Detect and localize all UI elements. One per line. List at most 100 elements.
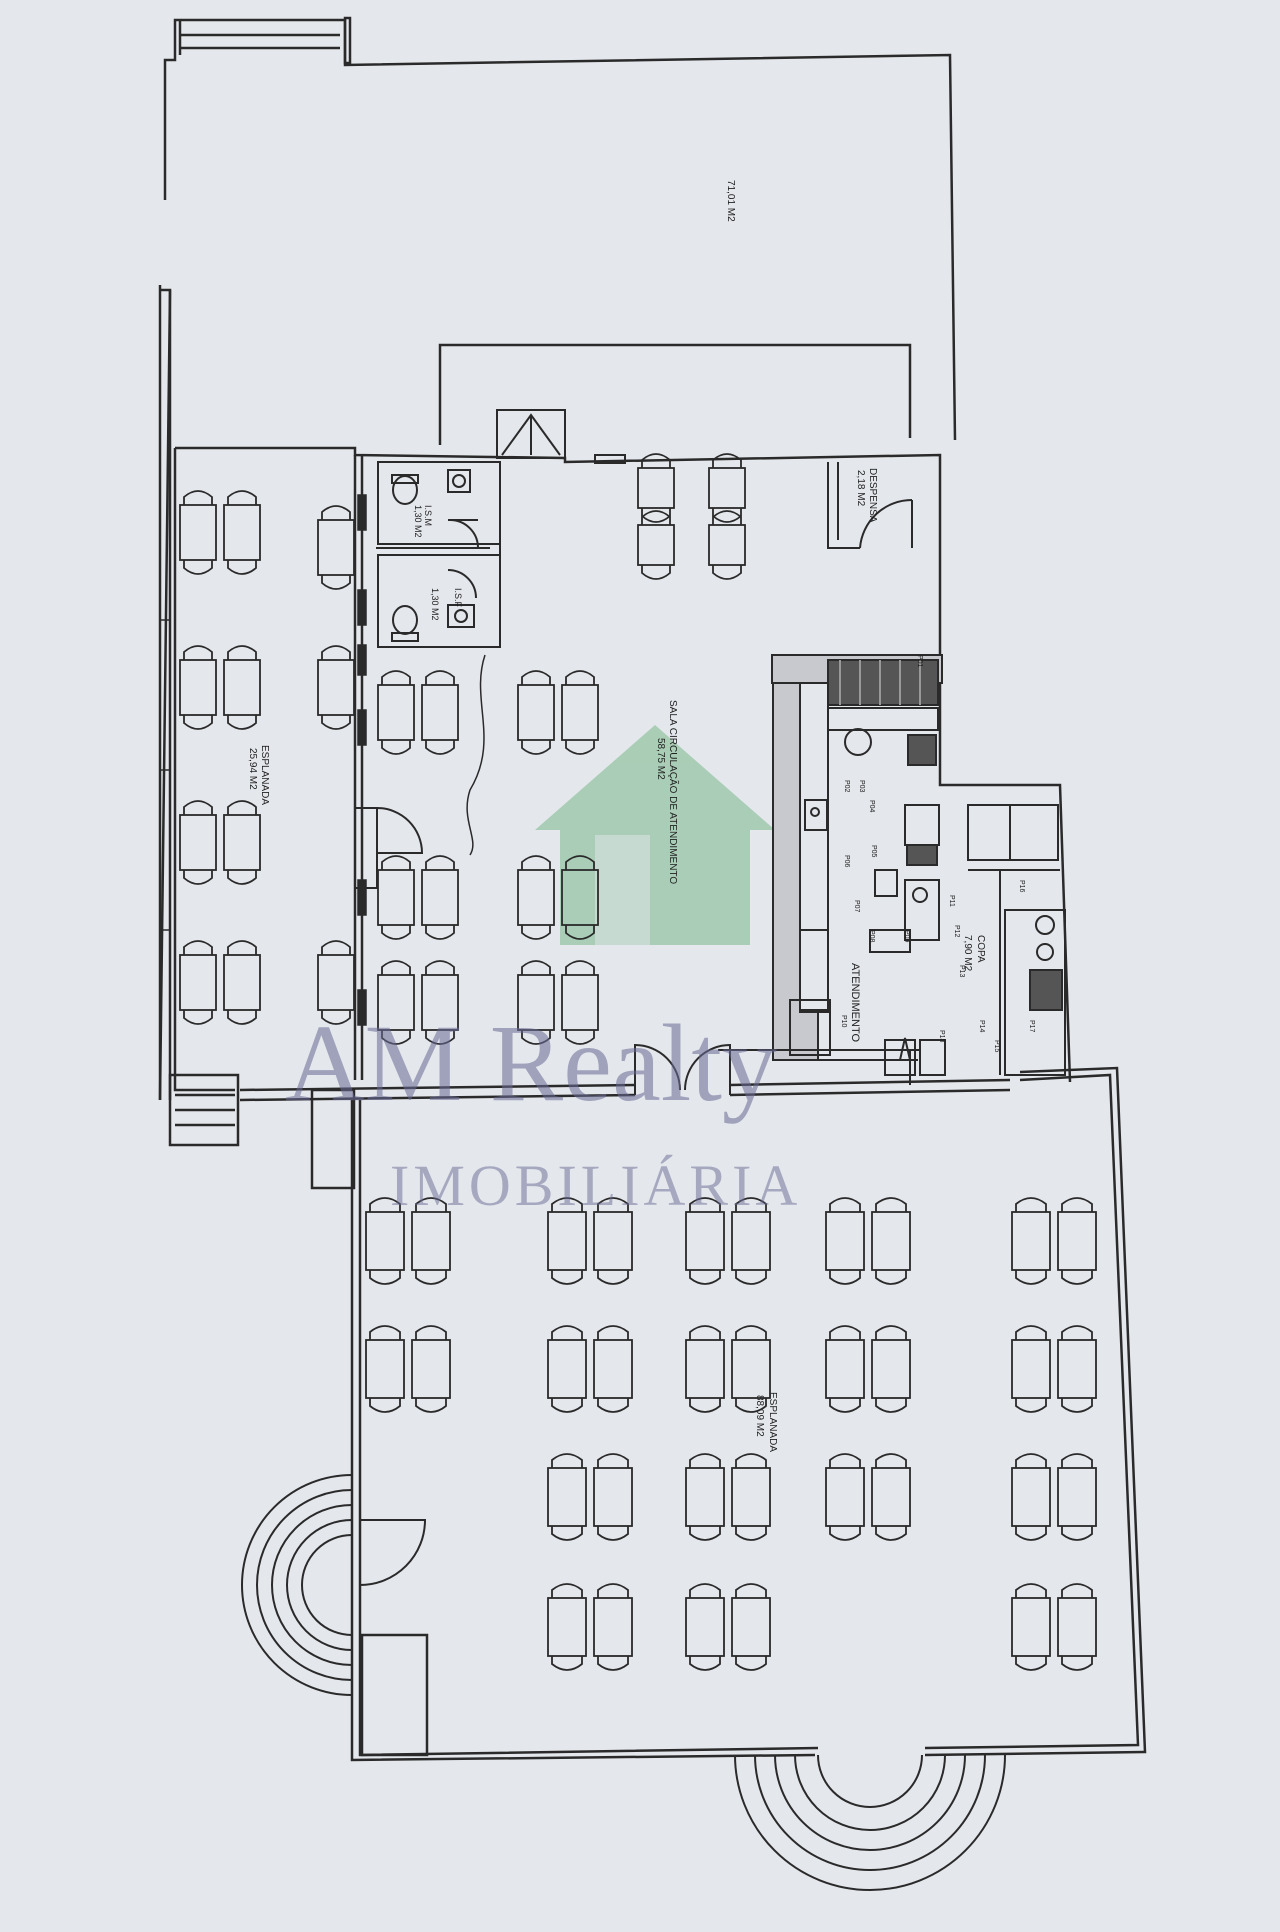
table-with-chairs <box>561 960 599 1045</box>
table-with-chairs <box>593 1453 633 1541</box>
center-door <box>634 1043 731 1095</box>
watermark-house-icon <box>535 725 775 945</box>
table-with-chairs <box>377 960 415 1045</box>
table-with-chairs <box>179 490 217 575</box>
equipment-tag: P17 <box>1028 1020 1035 1033</box>
sala-label: SALA CIRCULAÇÃO DE ATENDIMENTO <box>667 700 680 884</box>
equipment-tag: P05 <box>870 845 877 858</box>
equipment-tag: P12 <box>953 925 960 938</box>
copa-label: COPA <box>975 935 986 963</box>
table-with-chairs <box>731 1325 771 1413</box>
equipment-tag: P03 <box>858 780 865 793</box>
table-with-chairs <box>637 510 675 580</box>
esplanada-bottom-label: ESPLANADA <box>767 1392 778 1452</box>
table-with-chairs <box>871 1453 911 1541</box>
table-with-chairs <box>731 1583 771 1671</box>
stairs-left <box>241 1474 353 1696</box>
table-with-chairs <box>1011 1197 1051 1285</box>
table-with-chairs <box>365 1325 405 1413</box>
walls <box>158 16 1147 1762</box>
table-with-chairs <box>317 505 355 590</box>
stairs-bottom <box>734 1754 1006 1891</box>
table-with-chairs <box>593 1583 633 1671</box>
equipment-tag: P18 <box>938 1030 945 1043</box>
copa-area: 7,90 M2 <box>962 935 973 972</box>
table-with-chairs <box>547 1583 587 1671</box>
table-with-chairs <box>421 960 459 1045</box>
table-with-chairs <box>561 670 599 755</box>
table-with-chairs <box>179 645 217 730</box>
table-with-chairs <box>547 1325 587 1413</box>
left-windows <box>160 494 367 1026</box>
equipment-tag: P01 <box>916 655 923 668</box>
table-with-chairs <box>1011 1453 1051 1541</box>
equipment-tag: P07 <box>853 900 860 913</box>
table-with-chairs <box>825 1325 865 1413</box>
table-with-chairs <box>517 855 555 940</box>
table-with-chairs <box>411 1197 451 1285</box>
equipment-tag: P02 <box>843 780 850 793</box>
table-with-chairs <box>547 1197 587 1285</box>
table-with-chairs <box>1057 1325 1097 1413</box>
equipment-tag: P13 <box>958 965 965 978</box>
table-with-chairs <box>825 1197 865 1285</box>
table-with-chairs <box>708 510 746 580</box>
table-with-chairs <box>871 1197 911 1285</box>
table-with-chairs <box>685 1325 725 1413</box>
table-with-chairs <box>1011 1583 1051 1671</box>
table-with-chairs <box>1011 1325 1051 1413</box>
equipment-tag: P08 <box>868 930 875 943</box>
table-with-chairs <box>377 670 415 755</box>
vent-box <box>496 409 626 464</box>
equipment-tag: P10 <box>840 1015 847 1028</box>
atendimento-label: ATENDIMENTO <box>849 963 861 1042</box>
table-with-chairs <box>685 1197 725 1285</box>
table-with-chairs <box>223 800 261 885</box>
equipment-tag: P06 <box>843 855 850 868</box>
table-with-chairs <box>223 490 261 575</box>
table-with-chairs <box>223 645 261 730</box>
equipment-tag: P11 <box>948 895 955 907</box>
table-with-chairs <box>317 645 355 730</box>
table-with-chairs <box>825 1453 865 1541</box>
sala-area: 58,75 M2 <box>655 738 666 780</box>
equipment-tag: P09 <box>903 930 910 943</box>
lower-door <box>359 1519 427 1586</box>
table-with-chairs <box>1057 1583 1097 1671</box>
counter <box>718 654 946 1085</box>
table-with-chairs <box>685 1583 725 1671</box>
despensa-label: DESPENSA <box>867 468 878 523</box>
equipment-tag: P04 <box>868 800 875 813</box>
despensa-area: 2,18 M2 <box>855 470 866 507</box>
left-door <box>354 807 424 889</box>
table-with-chairs <box>517 670 555 755</box>
table-with-chairs <box>179 800 217 885</box>
outdoor-area-label: 71,01 M2 <box>725 180 736 222</box>
esplanada-bottom-area: 88,09 M2 <box>754 1395 765 1437</box>
equipment-tag: P15 <box>993 1040 1000 1053</box>
table-with-chairs <box>421 670 459 755</box>
esplanada-left-area: 25,94 M2 <box>247 748 258 790</box>
table-with-chairs <box>1057 1197 1097 1285</box>
table-with-chairs <box>593 1325 633 1413</box>
table-with-chairs <box>421 855 459 940</box>
bathrooms <box>376 461 501 648</box>
copa <box>967 804 1066 1076</box>
table-with-chairs <box>317 940 355 1025</box>
table-with-chairs <box>685 1453 725 1541</box>
table-with-chairs <box>179 940 217 1025</box>
watermark-sub: IMOBILIÁRIA <box>390 1153 801 1218</box>
table-with-chairs <box>517 960 555 1045</box>
curtain-line <box>466 654 486 856</box>
table-with-chairs <box>1057 1453 1097 1541</box>
table-with-chairs <box>411 1325 451 1413</box>
equipment-tag: P16 <box>1018 880 1025 893</box>
table-with-chairs <box>547 1453 587 1541</box>
table-with-chairs <box>377 855 415 940</box>
ism-label: I.S.M <box>423 505 433 526</box>
table-with-chairs <box>731 1453 771 1541</box>
despensa <box>827 462 913 549</box>
table-with-chairs <box>223 940 261 1025</box>
